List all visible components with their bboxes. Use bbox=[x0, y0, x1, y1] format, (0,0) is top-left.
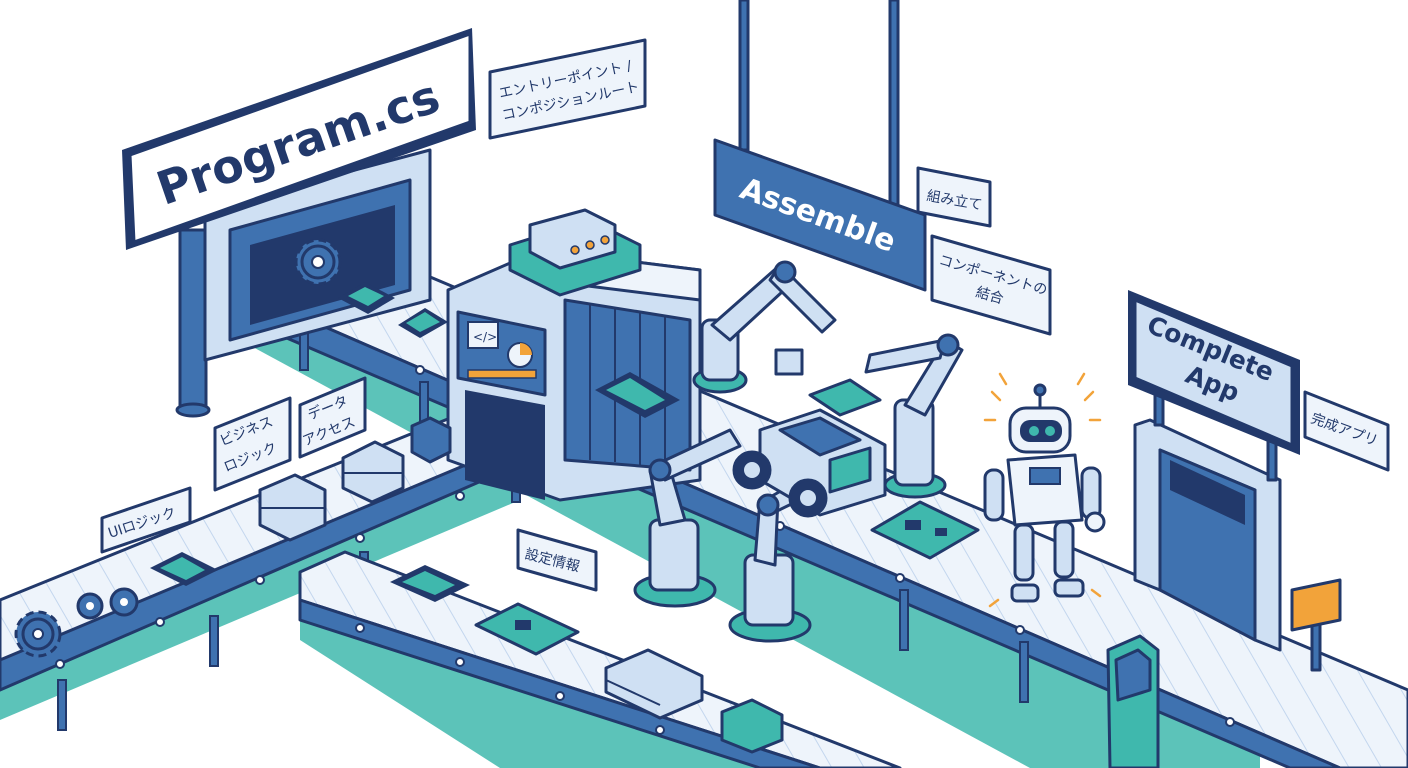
chip-icon bbox=[338, 282, 395, 314]
complete-sign: Complete App bbox=[1128, 290, 1300, 482]
chip-icon bbox=[150, 552, 218, 586]
gear-icon bbox=[109, 587, 139, 617]
ui-callout: UIロジック bbox=[100, 486, 192, 554]
server-block-icon bbox=[604, 648, 704, 720]
chip-icon bbox=[398, 308, 448, 338]
assembly-machine: </> bbox=[446, 208, 702, 502]
component-callout: コンポーネントの 結合 bbox=[930, 234, 1052, 336]
exit-gate bbox=[1133, 418, 1282, 652]
car-body bbox=[732, 408, 887, 518]
robot-arm-icon bbox=[633, 428, 742, 608]
gear-icon bbox=[76, 592, 104, 620]
config-callout: 設定情報 bbox=[516, 528, 598, 592]
circuit-board-icon bbox=[474, 602, 580, 656]
gear-icon bbox=[14, 610, 62, 658]
server-block-icon bbox=[341, 440, 405, 504]
kansei-callout: 完成アプリ bbox=[1303, 390, 1390, 472]
chip-icon bbox=[720, 698, 784, 754]
code-icon bbox=[467, 321, 499, 349]
entry-callout: エントリーポイント / コンポジションルート bbox=[488, 38, 647, 140]
server-block-icon bbox=[410, 416, 452, 464]
robot-arm-icon bbox=[808, 333, 964, 499]
circuit-board-icon bbox=[870, 500, 980, 560]
component-callout-line2: 結合 bbox=[974, 284, 1005, 307]
server-block-icon bbox=[258, 473, 327, 542]
robot-icon bbox=[983, 372, 1106, 608]
kiosk-icon bbox=[1106, 634, 1160, 768]
assemble-sign: Assemble bbox=[713, 0, 927, 292]
kumitate-callout: 組み立て bbox=[916, 166, 992, 228]
kiosk-icon bbox=[1290, 578, 1342, 672]
chip-icon bbox=[390, 565, 470, 602]
pie-chart-icon bbox=[507, 342, 533, 368]
robot-arm-icon bbox=[692, 260, 837, 394]
robot-arm-icon bbox=[728, 478, 812, 643]
gear-icon bbox=[294, 238, 342, 286]
chip-icon bbox=[595, 372, 680, 418]
business-callout: ビジネス ロジック bbox=[213, 396, 292, 492]
svg-text:</>: </> bbox=[473, 330, 497, 344]
